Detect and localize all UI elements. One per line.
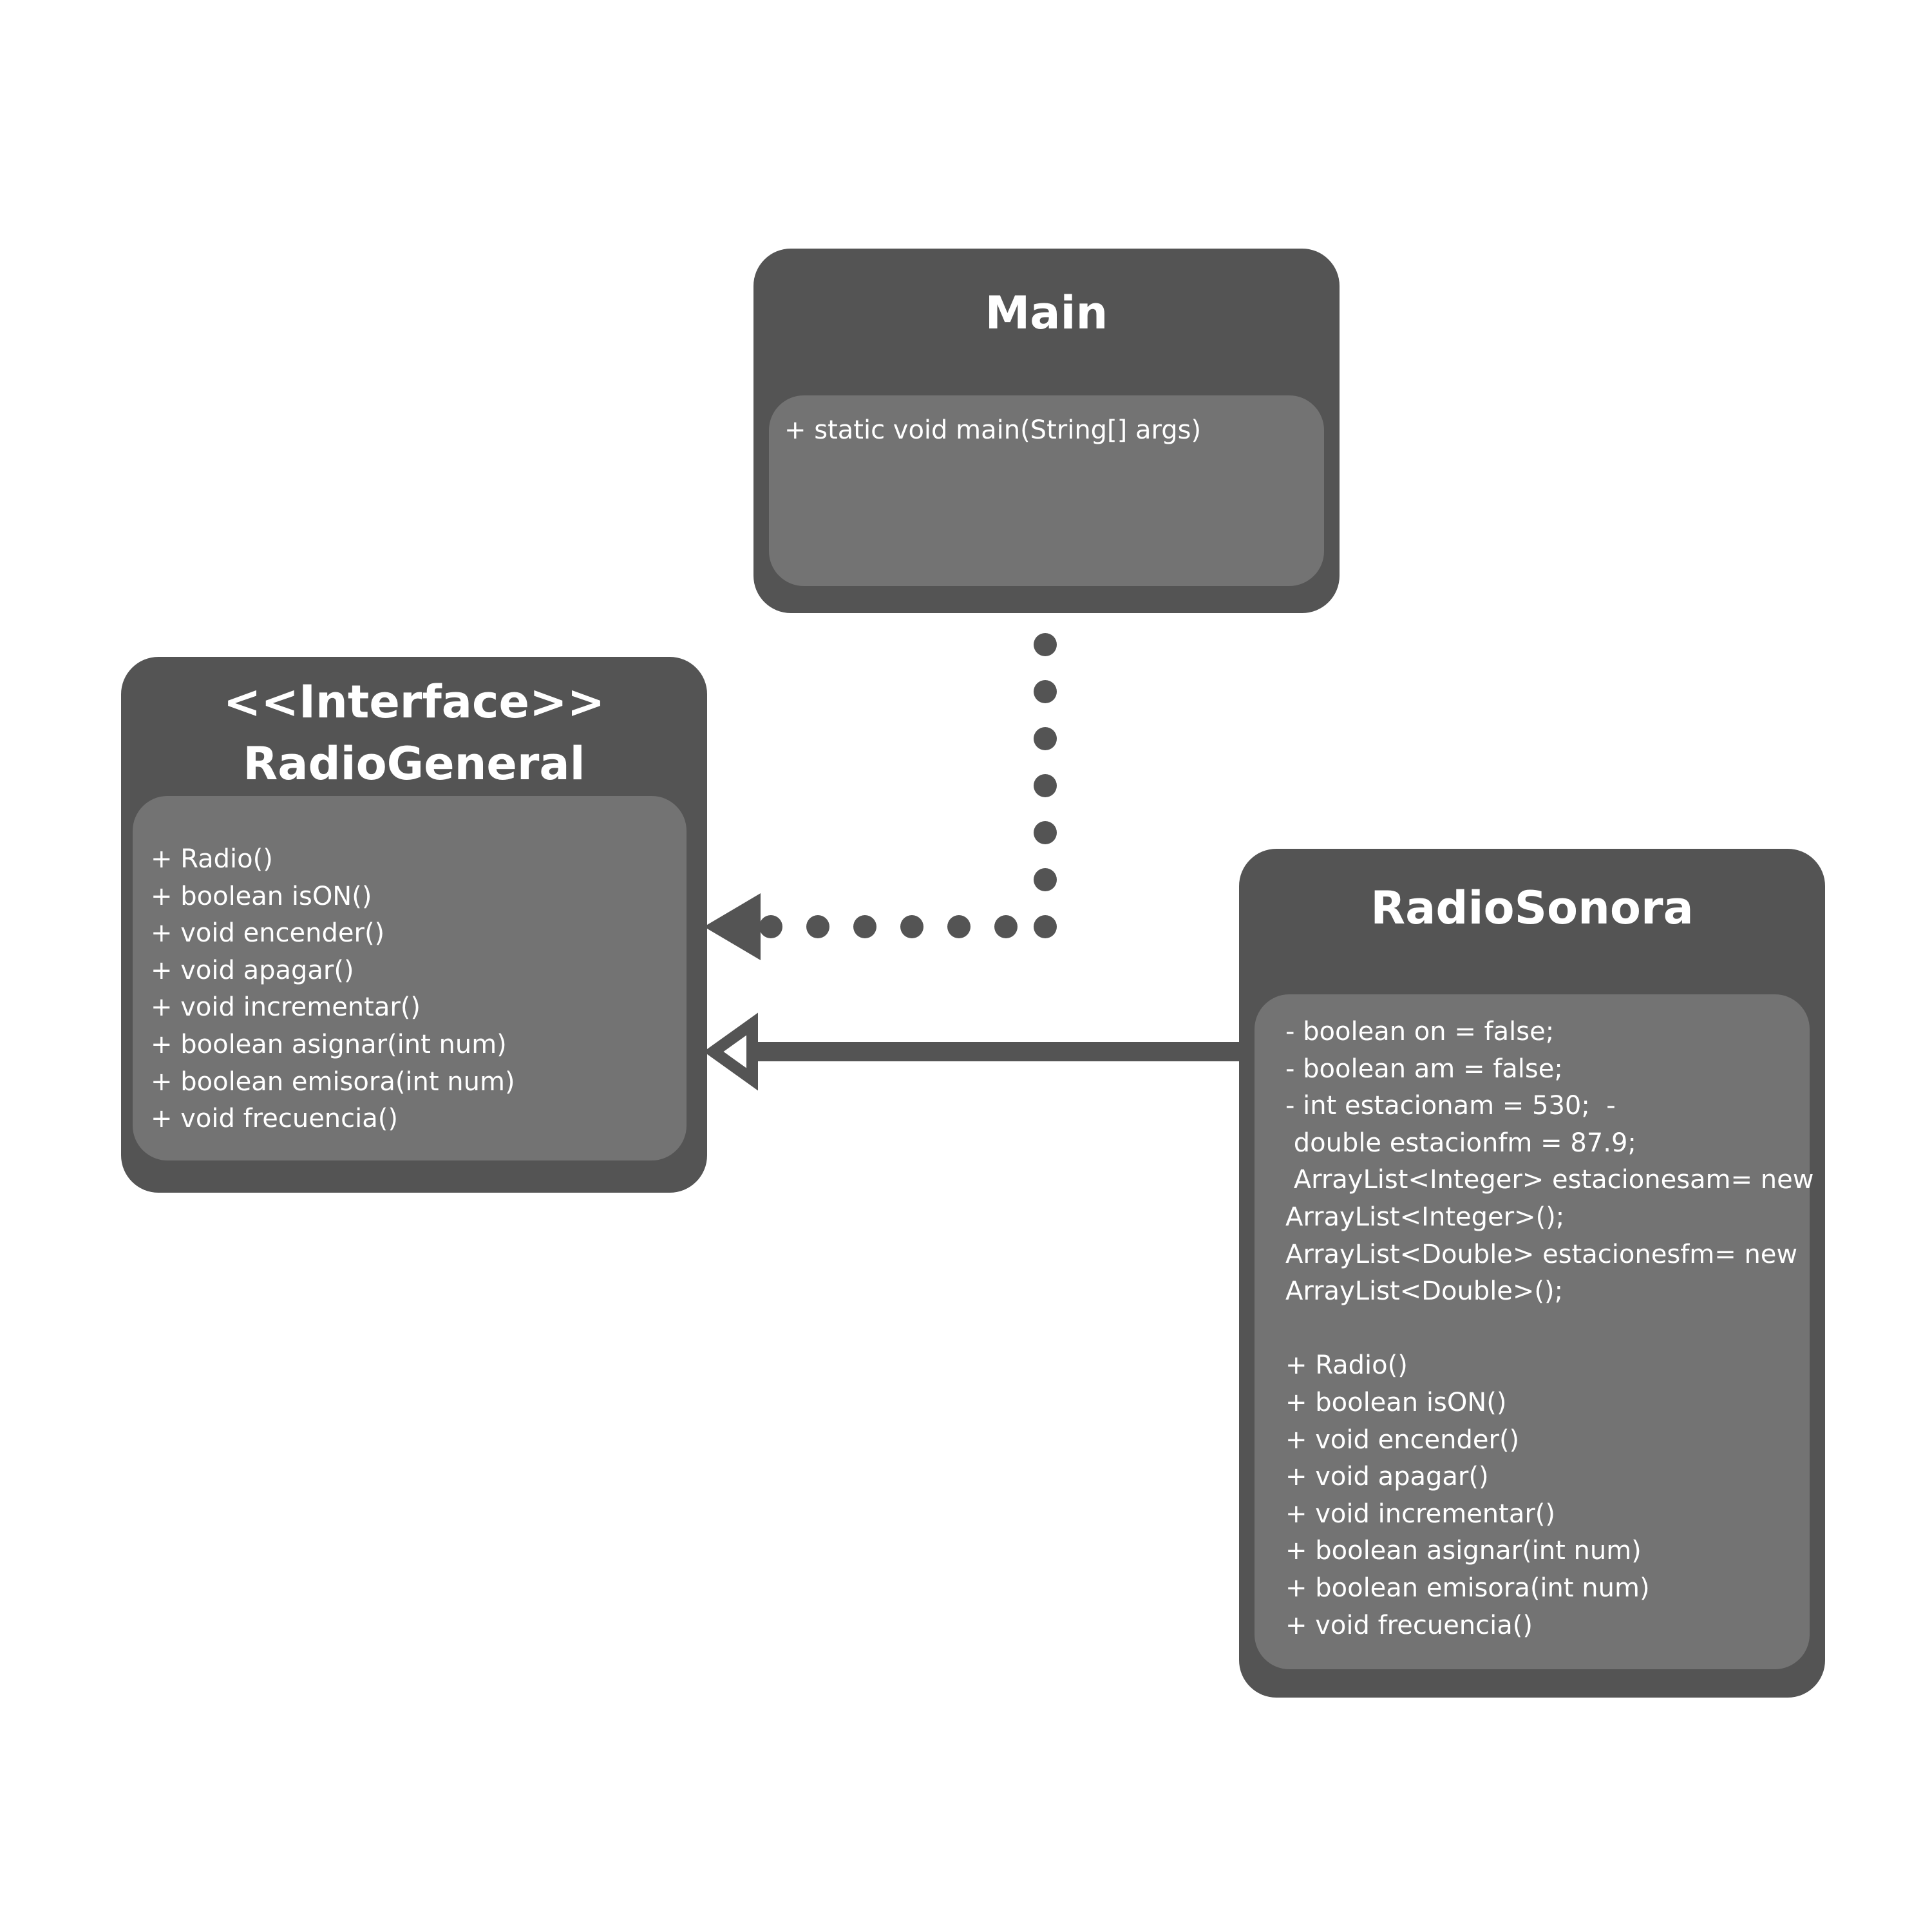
- method-item: + boolean emisora(int num): [1285, 1573, 1650, 1603]
- class-title: RadioGeneral: [243, 737, 585, 790]
- method-item: + void incrementar(): [151, 992, 421, 1023]
- method-item: + static void main(String[] args): [784, 415, 1202, 445]
- class-members: + Radio() + boolean isON() + void encender…: [133, 796, 687, 1160]
- dependency-arrowhead: [704, 893, 761, 960]
- method-item: + boolean isON(): [151, 881, 372, 911]
- class-members: - boolean on = false; - boolean am = fals…: [1255, 994, 1814, 1669]
- class-members: + static void main(String[] args): [769, 395, 1324, 586]
- attribute-item: - int estacionam = 530; -: [1285, 1091, 1616, 1121]
- dependency-connector: [759, 633, 1057, 938]
- class-title: RadioSonora: [1370, 882, 1694, 934]
- section-spacer: [1285, 1311, 1810, 1348]
- class-title: Main: [985, 287, 1108, 339]
- method-item: + boolean emisora(int num): [151, 1066, 515, 1097]
- method-item: + void apagar(): [1285, 1462, 1489, 1492]
- attribute-list: - boolean on = false; - boolean am = fals…: [1285, 1014, 1814, 1311]
- realization-arrowhead: [703, 1012, 758, 1091]
- stereotype-label: <<Interface>>: [223, 676, 605, 728]
- attribute-item: ArrayList<Double> estacionesfm= new: [1285, 1239, 1798, 1269]
- attribute-item: double estacionfm = 87.9;: [1285, 1128, 1636, 1158]
- attribute-item: - boolean on = false;: [1285, 1017, 1555, 1046]
- method-item: + boolean asignar(int num): [1285, 1536, 1642, 1566]
- class-header-group: <<Interface>> RadioGeneral: [121, 671, 707, 795]
- attribute-item: - boolean am = false;: [1285, 1054, 1563, 1084]
- method-list: + Radio() + boolean isON() + void encender…: [1285, 1347, 1810, 1644]
- method-item: + void encender(): [151, 918, 385, 949]
- class-main[interactable]: Main + static void main(String[] args): [753, 249, 1340, 613]
- method-item: + void frecuencia(): [151, 1104, 398, 1134]
- method-item: + Radio(): [1285, 1350, 1408, 1381]
- method-item: + void frecuencia(): [1285, 1610, 1533, 1640]
- attribute-item: ArrayList<Double>();: [1285, 1276, 1564, 1307]
- attribute-item: ArrayList<Integer> estacionesam= new: [1285, 1165, 1814, 1195]
- method-item: + void incrementar(): [1285, 1499, 1556, 1529]
- method-item: + void apagar(): [151, 955, 354, 985]
- method-item: + Radio(): [151, 844, 273, 874]
- class-radio-sonora[interactable]: RadioSonora - boolean on = false;- boole…: [1239, 849, 1825, 1698]
- method-item: + void encender(): [1285, 1425, 1520, 1455]
- attribute-item: ArrayList<Integer>();: [1285, 1202, 1565, 1232]
- interface-radio-general[interactable]: <<Interface>> RadioGeneral + Radio() + bo…: [121, 657, 707, 1193]
- method-item: + boolean isON(): [1285, 1387, 1507, 1417]
- method-item: + boolean asignar(int num): [151, 1029, 507, 1059]
